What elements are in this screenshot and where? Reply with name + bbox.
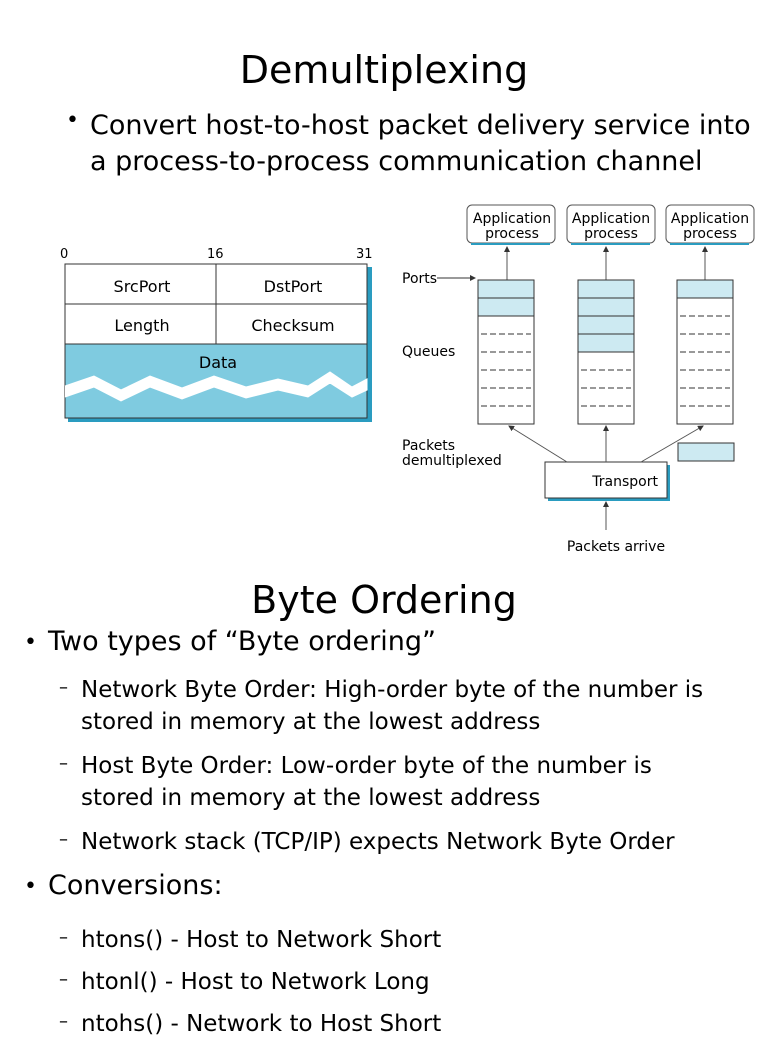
queue-1 <box>477 279 535 425</box>
arrow-demux-1 <box>508 425 568 463</box>
field-data: Data <box>199 353 237 372</box>
queued-packet <box>477 297 535 317</box>
dash-icon: – <box>59 829 68 850</box>
section-title-demultiplexing: Demultiplexing <box>239 48 529 92</box>
label-ports: Ports <box>402 271 437 287</box>
label-transport: Transport <box>591 474 658 490</box>
queued-packet <box>577 333 635 353</box>
demux-bullet-line2: a process-to-process communication chann… <box>90 146 703 177</box>
sub-bullet: – htons() - Host to Network Short <box>59 924 764 956</box>
queue-3 <box>676 279 734 425</box>
demux-diagram: Application process Application process … <box>402 204 755 555</box>
queued-packet <box>577 315 635 335</box>
section-title-byte-ordering: Byte Ordering <box>251 578 517 622</box>
dash-icon: – <box>59 927 68 948</box>
sub-bullet: – htonl() - Host to Network Long <box>59 966 764 998</box>
sub-bullet: – Network Byte Order: High-order byte of… <box>59 674 764 738</box>
bullet-byte-ordering-types: • Two types of “Byte ordering” <box>24 626 436 657</box>
svg-text:process: process <box>584 226 638 242</box>
byte-ordering-bullets: • Two types of “Byte ordering” – Network… <box>24 626 764 1040</box>
bit-label-16: 16 <box>207 247 224 262</box>
queued-packet <box>477 279 535 299</box>
bullet-icon: • <box>24 630 37 655</box>
svg-text:Application: Application <box>671 211 749 227</box>
label-queues: Queues <box>402 344 455 360</box>
dash-icon: – <box>59 1011 68 1032</box>
transport-box <box>544 461 668 499</box>
bit-label-0: 0 <box>60 247 68 262</box>
field-srcport: SrcPort <box>114 277 171 296</box>
app-process-box-1: Application process <box>466 204 556 245</box>
field-checksum: Checksum <box>251 316 334 335</box>
app-process-box-2: Application process <box>566 204 656 245</box>
queued-packet <box>577 297 635 317</box>
demux-bullet-line1: Convert host-to-host packet delivery ser… <box>90 110 751 141</box>
sub-bullet: – Network stack (TCP/IP) expects Network… <box>59 826 764 858</box>
queued-packet <box>577 279 635 299</box>
bullet-icon: • <box>66 108 79 133</box>
svg-text:process: process <box>683 226 737 242</box>
queues-group <box>477 279 734 425</box>
bullet-icon: • <box>24 874 37 899</box>
sub-bullet: – Host Byte Order: Low-order byte of the… <box>59 750 764 814</box>
app-process-box-3: Application process <box>665 204 755 245</box>
field-dstport: DstPort <box>264 277 323 296</box>
arrow-demux-3 <box>640 425 704 463</box>
incoming-packet <box>677 442 735 462</box>
queue-frame <box>676 279 734 425</box>
udp-header-diagram: 0 16 31 SrcPort DstPort Length Checksum … <box>60 247 373 422</box>
dash-icon: – <box>59 969 68 990</box>
queued-packet <box>676 279 734 299</box>
label-demultiplexed: demultiplexed <box>402 453 502 469</box>
label-packets-arrive: Packets arrive <box>567 539 665 555</box>
dash-icon: – <box>59 677 68 698</box>
data-break-zigzag <box>64 371 368 402</box>
sub-bullet: – ntohs() - Network to Host Short <box>59 1008 764 1040</box>
svg-text:process: process <box>485 226 539 242</box>
dash-icon: – <box>59 753 68 774</box>
bullet-conversions: • Conversions: <box>24 870 223 901</box>
queue-2 <box>577 279 635 425</box>
field-length: Length <box>114 316 169 335</box>
demux-bullet: • Convert host-to-host packet delivery s… <box>66 108 766 180</box>
svg-text:Application: Application <box>473 211 551 227</box>
svg-text:Application: Application <box>572 211 650 227</box>
label-packets: Packets <box>402 438 455 454</box>
bit-label-31: 31 <box>356 247 373 262</box>
